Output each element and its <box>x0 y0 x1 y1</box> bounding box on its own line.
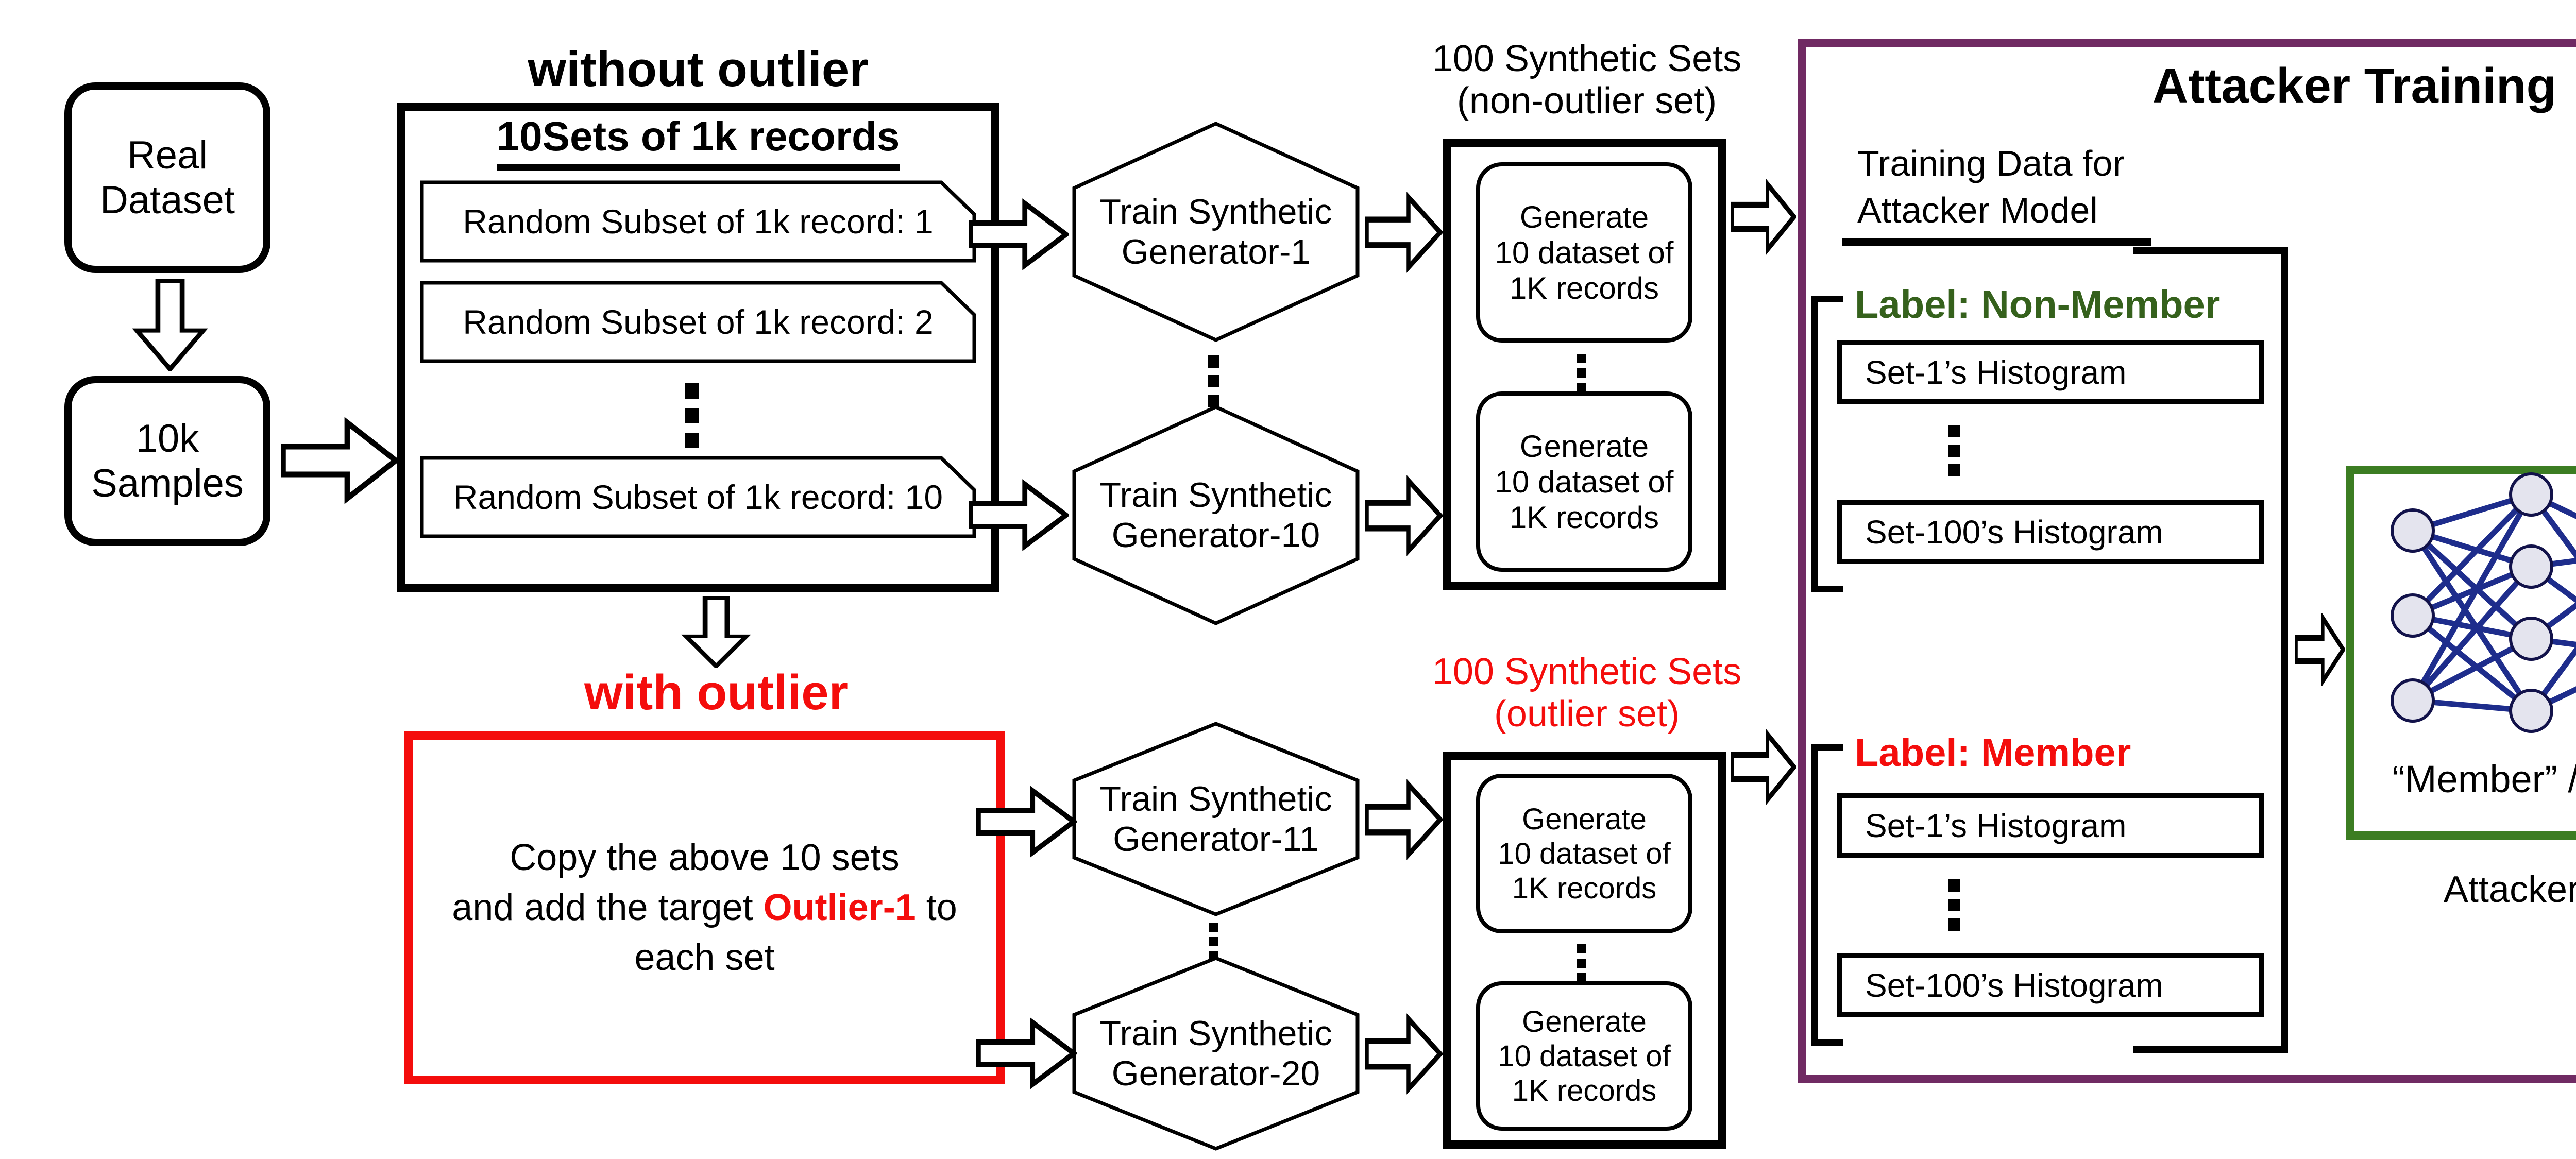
nonoutlier-sets-ellipsis-dots <box>1577 351 1586 395</box>
member-histogram-ellipsis-dots <box>1948 876 1960 934</box>
training-data-bracket-right-vertical <box>2281 247 2288 1053</box>
generator-11-hexagon: Train Synthetic Generator-11 <box>1072 721 1360 917</box>
attacker-training-title: Attacker Training <box>2152 58 2557 113</box>
subset-row-2-label: Random Subset of 1k record: 2 <box>463 303 934 341</box>
arrow-subset1-to-generator1 <box>969 198 1069 270</box>
arrow-subset10-to-generator10 <box>969 479 1069 551</box>
copy-sets-text-pre: Copy the above 10 sets and add the targe… <box>452 837 900 928</box>
down-arrow-real-to-samples <box>132 279 208 371</box>
non-member-label: Label: Non-Member <box>1855 283 2221 327</box>
copy-sets-text-post: to each set <box>634 887 957 979</box>
member-set100-histogram-box: Set-100’s Histogram <box>1837 953 2264 1017</box>
subset-row-10: Random Subset of 1k record: 10 <box>420 456 976 538</box>
subsets-heading-text: 10Sets of 1k records <box>496 113 900 171</box>
neural-network-icon <box>2391 472 2576 733</box>
member-bracket-bottom-cap <box>1811 1039 1843 1046</box>
generator-11-label: Train Synthetic Generator-11 <box>1099 779 1332 859</box>
arrow-nonoutlier-sets-to-attacker <box>1731 179 1796 255</box>
generator-10-hexagon: Train Synthetic Generator-10 <box>1072 404 1360 626</box>
arrow-outlier-sets-to-attacker <box>1731 729 1796 805</box>
nonoutlier-sets-title: 100 Synthetic Sets (non-outlier set) <box>1432 38 1742 122</box>
member-bracket-vertical <box>1811 744 1818 1046</box>
samples-box: 10k Samples <box>64 376 270 546</box>
with-outlier-title: with outlier <box>584 665 848 720</box>
down-arrow-to-with-outlier <box>681 596 751 668</box>
generators-top-ellipsis-dots <box>1208 352 1219 411</box>
arrow-outlierbox-to-generator20 <box>976 1017 1077 1089</box>
subset-row-1: Random Subset of 1k record: 1 <box>420 180 976 263</box>
nonmember-set1-histogram-box: Set-1’s Histogram <box>1837 340 2264 404</box>
subset-row-10-label: Random Subset of 1k record: 10 <box>453 478 943 516</box>
training-data-bracket-right-top-cap <box>2133 247 2287 254</box>
nonmember-histogram-ellipsis-dots <box>1948 421 1960 480</box>
member-bracket-top-cap <box>1811 744 1843 751</box>
arrow-generator20-to-outlier-sets <box>1365 1013 1443 1095</box>
generator-1-label: Train Synthetic Generator-1 <box>1099 192 1332 271</box>
attacker-caption: Attacker for Outlier-1 <box>2443 869 2576 910</box>
generate-box-3: Generate 10 dataset of 1K records <box>1476 774 1692 933</box>
non-member-bracket-top-cap <box>1811 296 1843 302</box>
arrow-trainingdata-to-model <box>2295 613 2345 686</box>
generator-20-label: Train Synthetic Generator-20 <box>1099 1014 1332 1093</box>
member-label: Label: Member <box>1855 731 2131 775</box>
arrow-outlierbox-to-generator11 <box>976 786 1077 858</box>
model-output-text: “Member” / “Non-Member” <box>2392 757 2576 800</box>
training-data-bracket-right-bottom-cap <box>2133 1046 2287 1053</box>
non-member-bracket-bottom-cap <box>1811 586 1843 592</box>
without-outlier-title: without outlier <box>528 42 869 97</box>
arrow-generator1-to-nonoutlier-sets <box>1365 192 1443 273</box>
generator-20-hexagon: Train Synthetic Generator-20 <box>1072 956 1360 1151</box>
subsets-ellipsis-dots <box>685 379 699 453</box>
subsets-heading: 10Sets of 1k records <box>448 113 948 171</box>
generate-box-1: Generate 10 dataset of 1K records <box>1476 162 1692 343</box>
generator-1-hexagon: Train Synthetic Generator-1 <box>1072 121 1360 343</box>
outlier-sets-title: 100 Synthetic Sets (outlier set) <box>1432 651 1742 735</box>
generators-bottom-ellipsis-dots <box>1209 920 1218 963</box>
nonmember-set100-histogram-box: Set-100’s Histogram <box>1837 500 2264 564</box>
subset-row-1-label: Random Subset of 1k record: 1 <box>463 202 934 241</box>
real-dataset-box: Real Dataset <box>64 82 270 273</box>
arrow-generator11-to-outlier-sets <box>1365 779 1443 860</box>
generator-10-label: Train Synthetic Generator-10 <box>1099 475 1332 555</box>
outlier-1-word: Outlier-1 <box>763 887 916 928</box>
generate-box-4: Generate 10 dataset of 1K records <box>1476 981 1692 1131</box>
right-arrow-samples-to-subsets <box>281 417 399 504</box>
non-member-bracket-vertical <box>1811 296 1818 592</box>
arrow-generator10-to-nonoutlier-sets <box>1365 475 1443 556</box>
generate-box-2: Generate 10 dataset of 1K records <box>1476 391 1692 572</box>
outlier-sets-ellipsis-dots <box>1577 942 1586 985</box>
member-set1-histogram-box: Set-1’s Histogram <box>1837 793 2264 858</box>
training-data-underline <box>1842 238 2151 246</box>
subset-row-2: Random Subset of 1k record: 2 <box>420 281 976 363</box>
copy-sets-text: Copy the above 10 sets and add the targe… <box>422 757 987 1059</box>
training-data-heading: Training Data for Attacker Model <box>1857 143 2125 230</box>
